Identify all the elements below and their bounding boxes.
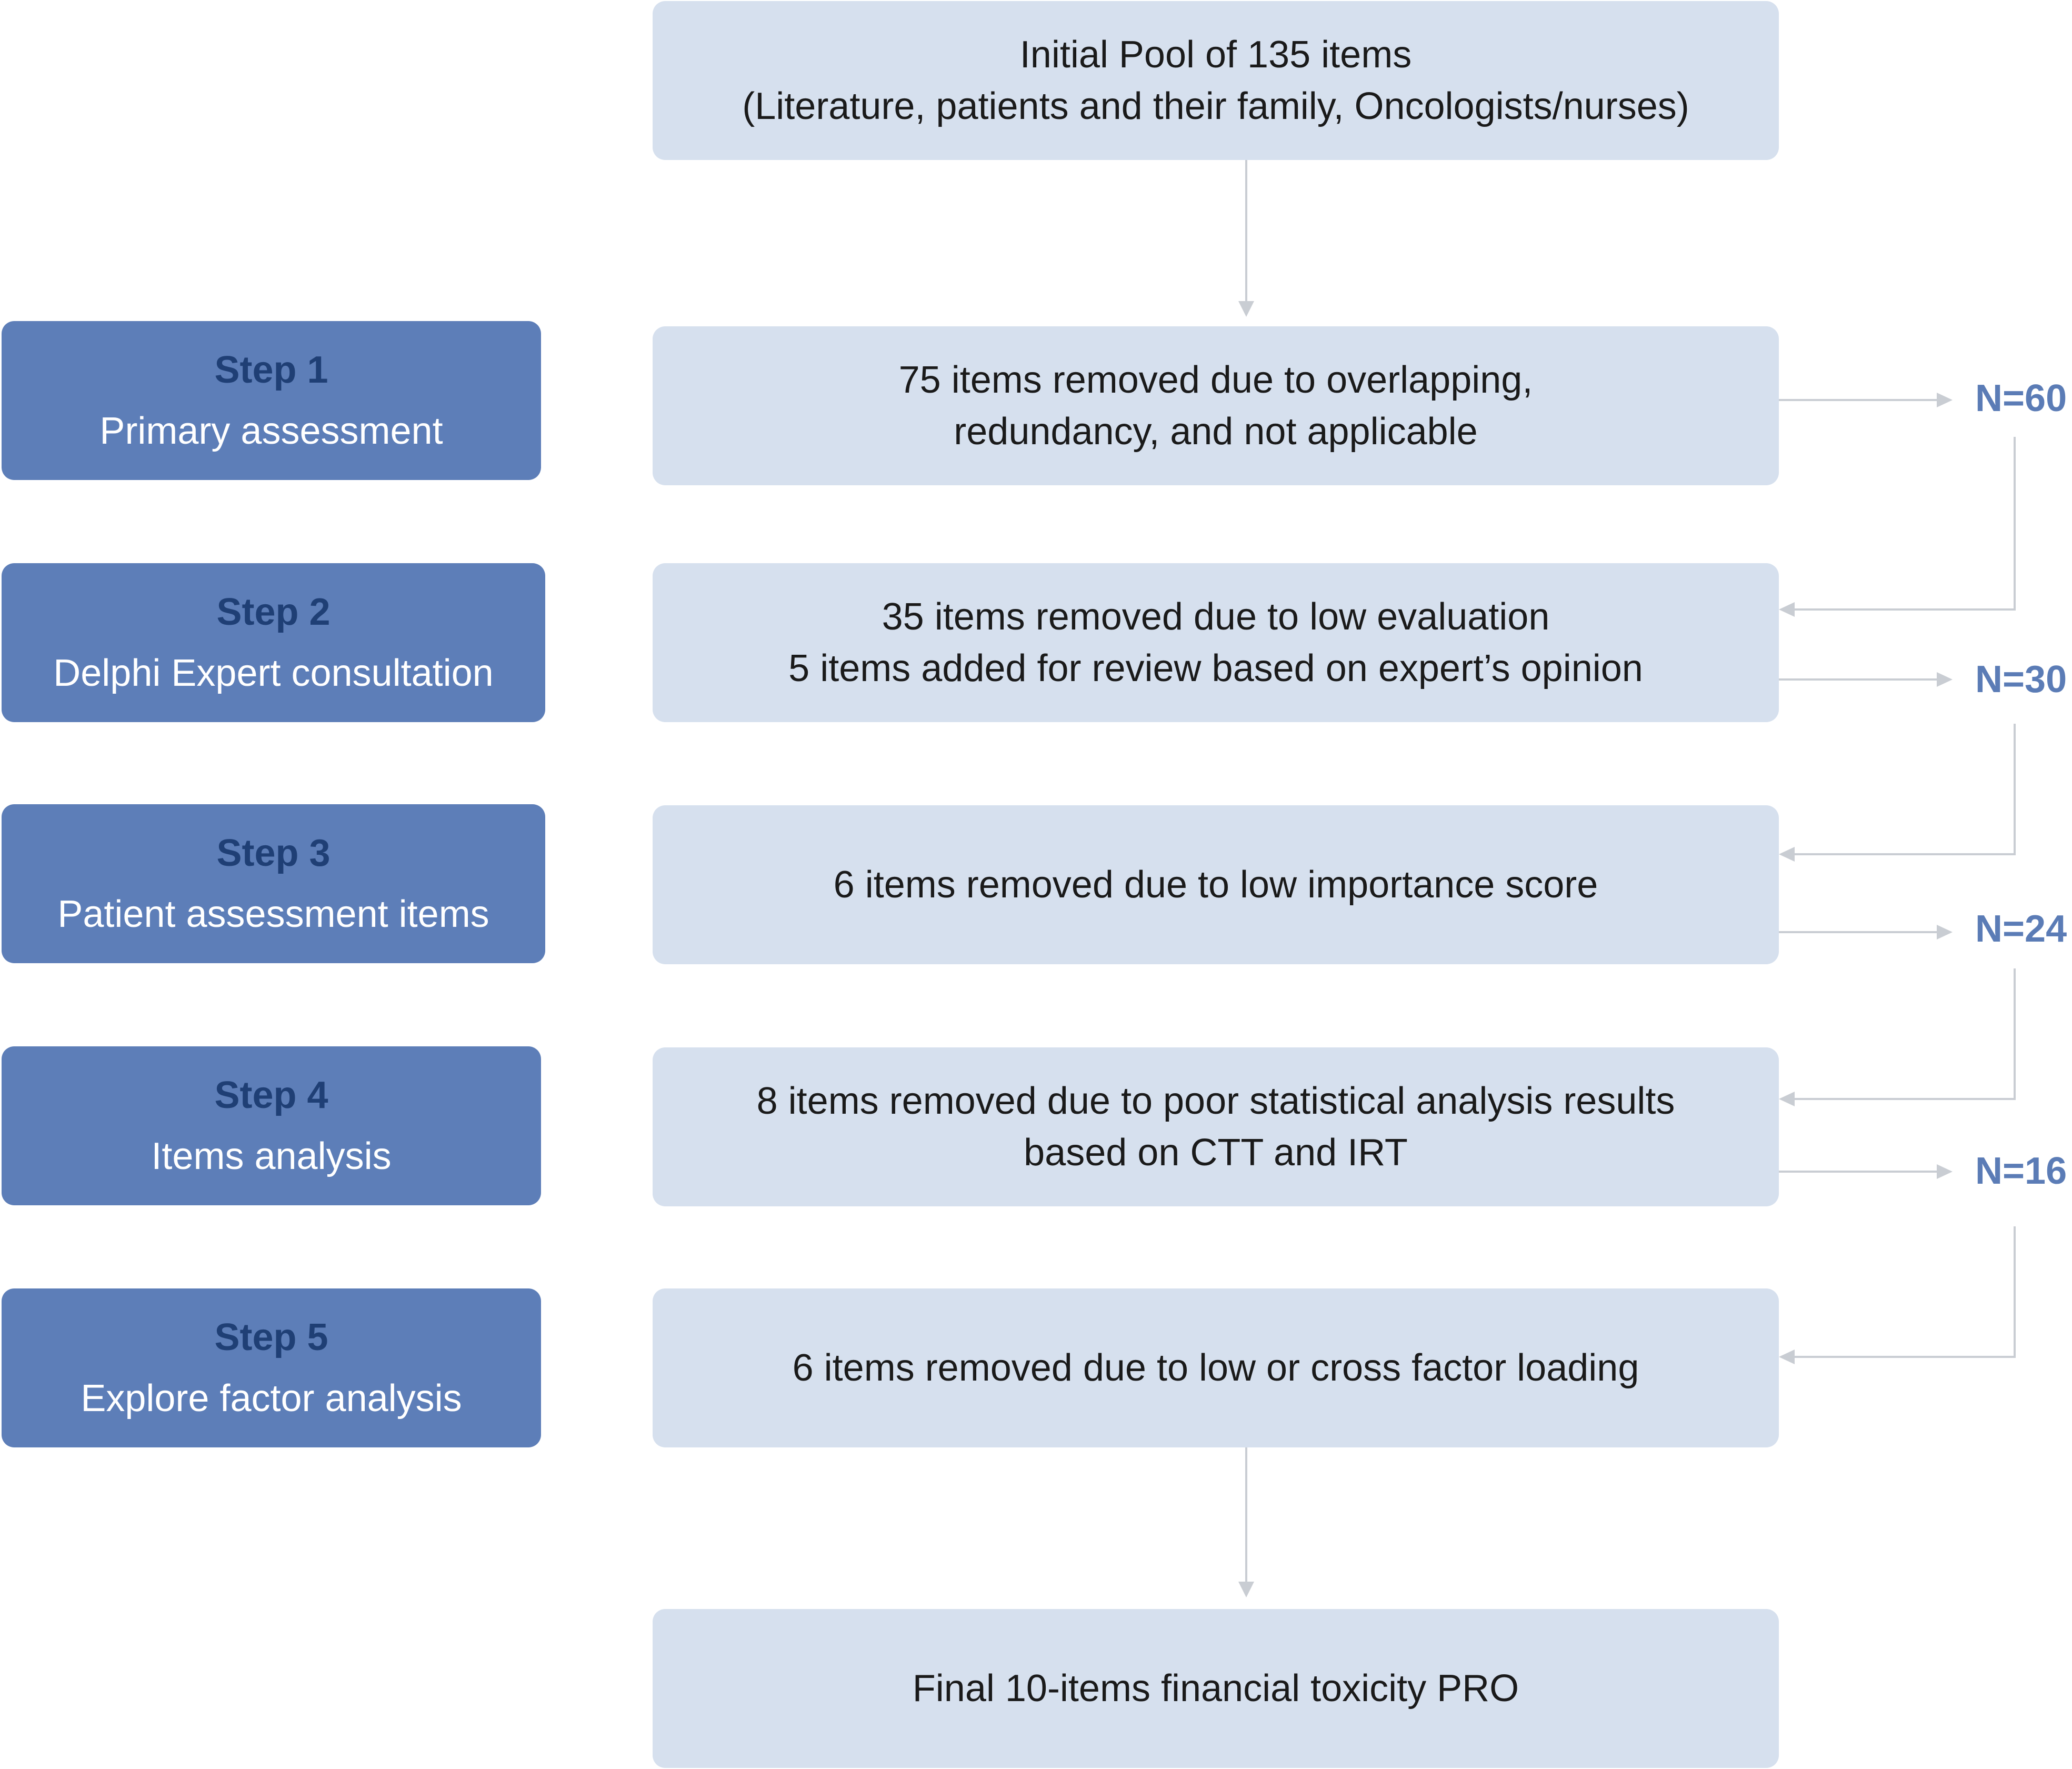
step-1-result-box: 75 items removed due to overlapping, red… xyxy=(653,326,1779,485)
arrow-right-icon xyxy=(1937,393,1953,407)
step-3-result-line-1: 6 items removed due to low importance sc… xyxy=(833,864,1598,906)
arrow-right-icon xyxy=(1937,672,1953,687)
initial-pool-line-1: Initial Pool of 135 items xyxy=(1019,34,1412,76)
arrow-left-icon xyxy=(1779,1350,1795,1364)
return-n60-horizontal xyxy=(1795,608,2016,611)
step-2-box: Step 2 Delphi Expert consultation xyxy=(2,563,545,722)
arrow-right-icon xyxy=(1937,925,1953,940)
connector-step-1-to-count xyxy=(1779,399,1937,401)
final-box: Final 10-items financial toxicity PRO xyxy=(653,1609,1779,1768)
return-n24-vertical xyxy=(2014,968,2016,1100)
return-n30-horizontal xyxy=(1795,853,2016,855)
step-2-title: Step 2 xyxy=(216,591,331,633)
step-1-title: Step 1 xyxy=(214,349,328,391)
connector-step-3-to-count xyxy=(1779,931,1937,933)
step-5-result-box: 6 items removed due to low or cross fact… xyxy=(653,1288,1779,1447)
arrow-left-icon xyxy=(1779,1092,1795,1106)
step-4-box: Step 4 Items analysis xyxy=(2,1046,541,1205)
return-n16-vertical xyxy=(2014,1226,2016,1358)
step-4-subtitle: Items analysis xyxy=(151,1135,392,1177)
step-2-result-line-2: 5 items added for review based on expert… xyxy=(788,647,1643,689)
connector-step-4-to-count xyxy=(1779,1171,1937,1173)
connector-initial-to-step-1 xyxy=(1245,160,1247,301)
initial-pool-box: Initial Pool of 135 items (Literature, p… xyxy=(653,1,1779,160)
arrow-left-icon xyxy=(1779,847,1795,862)
step-1-result-line-1: 75 items removed due to overlapping, xyxy=(898,359,1533,401)
step-3-title: Step 3 xyxy=(216,832,331,874)
step-5-subtitle: Explore factor analysis xyxy=(81,1377,462,1420)
arrow-left-icon xyxy=(1779,602,1795,617)
step-1-result-line-2: redundancy, and not applicable xyxy=(954,411,1478,453)
return-n30-vertical xyxy=(2014,724,2016,855)
step-5-result-line-1: 6 items removed due to low or cross fact… xyxy=(792,1347,1639,1389)
step-5-box: Step 5 Explore factor analysis xyxy=(2,1288,541,1447)
count-after-step-4: N=16 xyxy=(1975,1150,2067,1192)
step-2-result-box: 35 items removed due to low evaluation 5… xyxy=(653,563,1779,722)
step-3-subtitle: Patient assessment items xyxy=(57,893,489,935)
return-n60-vertical xyxy=(2014,437,2016,611)
connector-step-5-to-final xyxy=(1245,1447,1247,1582)
step-1-box: Step 1 Primary assessment xyxy=(2,321,541,480)
step-4-result-box: 8 items removed due to poor statistical … xyxy=(653,1047,1779,1206)
arrow-down-icon xyxy=(1238,1582,1254,1597)
arrow-right-icon xyxy=(1937,1164,1953,1179)
step-1-subtitle: Primary assessment xyxy=(99,410,443,452)
step-2-subtitle: Delphi Expert consultation xyxy=(53,652,494,694)
count-after-step-2: N=30 xyxy=(1975,658,2067,701)
count-after-step-1: N=60 xyxy=(1975,377,2067,419)
initial-pool-line-2: (Literature, patients and their family, … xyxy=(742,85,1689,127)
final-line-1: Final 10-items financial toxicity PRO xyxy=(912,1667,1519,1710)
count-after-step-3: N=24 xyxy=(1975,908,2067,950)
arrow-down-icon xyxy=(1238,301,1254,317)
step-3-box: Step 3 Patient assessment items xyxy=(2,804,545,963)
step-5-title: Step 5 xyxy=(214,1316,328,1358)
step-4-result-line-1: 8 items removed due to poor statistical … xyxy=(756,1080,1675,1122)
return-n16-horizontal xyxy=(1795,1356,2016,1358)
step-3-result-box: 6 items removed due to low importance sc… xyxy=(653,805,1779,964)
step-4-result-line-2: based on CTT and IRT xyxy=(1024,1132,1408,1174)
step-4-title: Step 4 xyxy=(214,1074,328,1116)
connector-step-2-to-count xyxy=(1779,678,1937,681)
return-n24-horizontal xyxy=(1795,1098,2016,1100)
step-2-result-line-1: 35 items removed due to low evaluation xyxy=(882,596,1550,638)
